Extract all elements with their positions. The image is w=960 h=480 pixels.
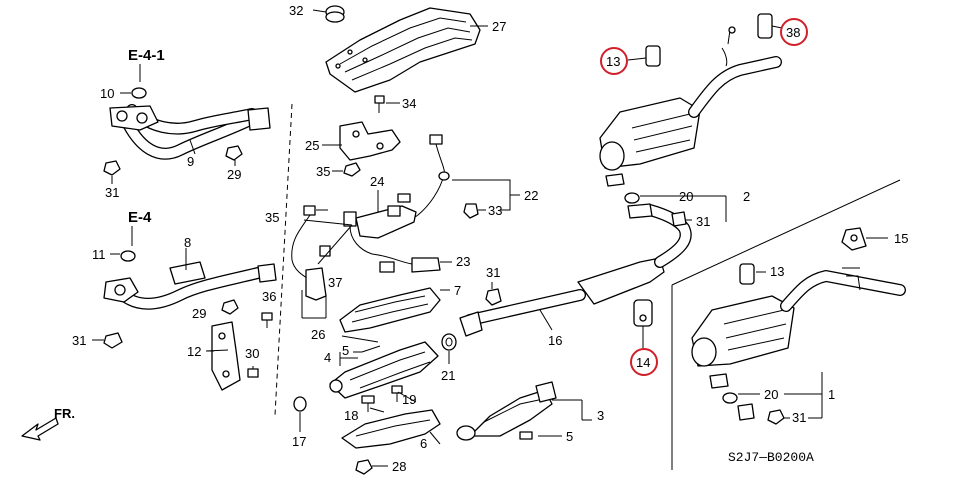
section-label-e41[interactable]: E-4-1 <box>128 47 165 64</box>
callout-3[interactable]: 3 <box>597 408 604 423</box>
callout-35-lower[interactable]: 35 <box>265 210 279 225</box>
callout-14[interactable]: 14 <box>636 355 650 370</box>
bracket-12 <box>206 321 241 391</box>
callout-30[interactable]: 30 <box>245 346 259 361</box>
callout-31-muffler-upper[interactable]: 31 <box>696 214 710 229</box>
callout-12[interactable]: 12 <box>187 344 201 359</box>
callout-8[interactable]: 8 <box>184 235 191 250</box>
bolts-18-19 <box>361 385 403 412</box>
callout-36[interactable]: 36 <box>262 289 276 304</box>
highlight-ring-14 <box>630 348 658 376</box>
callout-numbers: 32 27 34 25 35 24 22 33 35 23 37 7 26 5 … <box>72 3 908 474</box>
gasket-17 <box>293 396 307 432</box>
callout-7[interactable]: 7 <box>454 283 461 298</box>
catalytic-converter-4 <box>329 341 439 399</box>
callout-29-lower[interactable]: 29 <box>192 306 206 321</box>
nut-28 <box>355 459 388 475</box>
callout-20-upper[interactable]: 20 <box>679 189 693 204</box>
callout-5-right[interactable]: 5 <box>566 429 573 444</box>
connector-plate-24 <box>355 190 417 239</box>
callout-31-mid[interactable]: 31 <box>486 265 500 280</box>
converter-3 <box>456 381 592 441</box>
exhaust-pipe-8 <box>103 248 277 310</box>
callout-6[interactable]: 6 <box>420 436 427 451</box>
callout-37[interactable]: 37 <box>328 275 342 290</box>
callout-4[interactable]: 4 <box>324 350 331 365</box>
callout-34[interactable]: 34 <box>402 96 416 111</box>
callout-21[interactable]: 21 <box>441 368 455 383</box>
heat-shield-7 <box>339 287 450 333</box>
exhaust-pipe-9 <box>109 87 271 160</box>
callout-22[interactable]: 22 <box>524 188 538 203</box>
callout-11[interactable]: 11 <box>92 247 106 262</box>
callout-38[interactable]: 38 <box>786 25 800 40</box>
muffler-2-upper <box>599 26 782 227</box>
callout-31-muffler-lower[interactable]: 31 <box>792 410 806 425</box>
callout-35-upper[interactable]: 35 <box>316 164 330 179</box>
bracket-15 <box>841 227 888 251</box>
callout-13-lower[interactable]: 13 <box>770 264 784 279</box>
callout-33[interactable]: 33 <box>488 203 502 218</box>
hanger-rubber-13-upper <box>627 45 661 67</box>
callout-2[interactable]: 2 <box>743 189 750 204</box>
callout-9[interactable]: 9 <box>187 154 194 169</box>
callout-27[interactable]: 27 <box>492 19 506 34</box>
front-direction-label: FR. <box>54 406 75 421</box>
callout-18[interactable]: 18 <box>344 408 358 423</box>
highlight-ring-13 <box>600 47 628 75</box>
nuts-lower-left <box>92 299 273 378</box>
callout-26[interactable]: 26 <box>311 327 325 342</box>
bracket-25 <box>322 121 401 161</box>
callout-17[interactable]: 17 <box>292 434 306 449</box>
grommet-32 <box>312 5 345 23</box>
callout-32[interactable]: 32 <box>289 3 303 18</box>
heat-shield-6 <box>341 409 441 449</box>
highlight-rings <box>600 18 808 376</box>
section-label-e4[interactable]: E-4 <box>128 209 152 226</box>
grommet-33 <box>463 203 486 219</box>
callout-1[interactable]: 1 <box>828 387 835 402</box>
callout-31-upper[interactable]: 31 <box>105 185 119 200</box>
callout-19[interactable]: 19 <box>402 392 416 407</box>
callout-29-upper[interactable]: 29 <box>227 167 241 182</box>
callout-25[interactable]: 25 <box>305 138 319 153</box>
sensor-group-26 <box>291 205 452 319</box>
hanger-rubber-13-lower <box>739 263 766 285</box>
muffler-1-lower <box>691 267 906 425</box>
nuts-29-31-upper <box>103 145 243 184</box>
callout-16[interactable]: 16 <box>548 333 562 348</box>
heat-shield-27 <box>325 7 488 93</box>
hanger-rubber-38 <box>757 13 783 39</box>
callout-13-upper[interactable]: 13 <box>606 54 620 69</box>
group-divider-lines <box>274 103 901 470</box>
hanger-rubber-14 <box>633 299 653 348</box>
bolt-34 <box>374 95 400 113</box>
gasket-21 <box>441 333 457 364</box>
diagram-code: S2J7—B0200A <box>728 450 814 465</box>
callout-5-left[interactable]: 5 <box>342 343 349 358</box>
callout-10[interactable]: 10 <box>100 86 114 101</box>
front-direction-arrow: FR. <box>21 406 75 441</box>
leader-lines <box>205 219 417 413</box>
callout-28[interactable]: 28 <box>392 459 406 474</box>
nut-35-upper <box>332 162 361 177</box>
callout-23[interactable]: 23 <box>456 254 470 269</box>
rubber-mount-31-mid <box>485 282 502 306</box>
callout-31-left[interactable]: 31 <box>72 333 86 348</box>
callout-24[interactable]: 24 <box>370 174 384 189</box>
highlight-ring-38 <box>780 18 808 46</box>
callout-20-lower[interactable]: 20 <box>764 387 778 402</box>
middle-pipe-16 <box>459 203 692 337</box>
callout-15[interactable]: 15 <box>894 231 908 246</box>
